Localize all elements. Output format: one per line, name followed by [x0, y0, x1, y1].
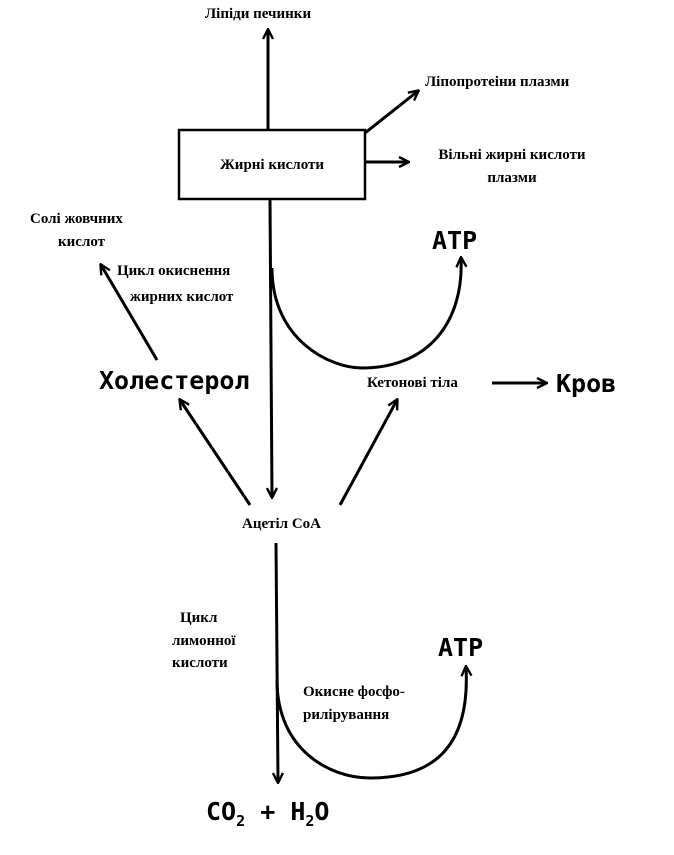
label-oxidation-cycle-line1: Цикл окиснення	[117, 263, 231, 279]
label-citric-cycle-line3: кислоти	[172, 655, 228, 671]
node-acetyl-coa: Ацетіл СоА	[242, 516, 321, 532]
node-fatty-acids: Жирні кислоти	[219, 157, 325, 173]
arrow-to-plasma-lipoproteins	[364, 91, 418, 135]
o-text: O	[314, 797, 330, 826]
node-free-fatty-acids-line1: Вільні жирні кислоти	[438, 147, 586, 163]
arrow-to-ketone-bodies	[338, 400, 397, 506]
arrow-to-bile-salts	[101, 265, 159, 361]
label-citric-cycle-line2: лимонної	[172, 633, 236, 649]
label-oxidation-cycle-line2: жирних кислот	[130, 289, 234, 305]
co2-text: CO	[206, 797, 237, 826]
label-ox-phos-line2: рилірування	[303, 707, 390, 723]
node-blood: Кров	[556, 369, 617, 398]
node-atp-top: ATP	[432, 226, 478, 255]
atp-curve-top	[270, 258, 461, 370]
node-plasma-lipoproteins: Ліпопротеіни плазми	[425, 74, 570, 90]
node-bile-salts-line2: кислот	[58, 234, 106, 250]
label-ox-phos-line1: Окисне фосфо-	[303, 684, 405, 700]
arrow-to-acetyl-coa	[270, 198, 272, 497]
plus-sign: +	[260, 797, 276, 826]
node-bile-salts-line1: Солі жовчних	[30, 211, 123, 227]
fatty-acids-box	[177, 128, 367, 201]
node-atp-bottom: ATP	[438, 633, 484, 662]
co2-subscript: 2	[236, 812, 246, 830]
node-free-fatty-acids-line2: плазми	[487, 170, 537, 186]
atp-curve-bottom	[275, 667, 466, 780]
arrow-to-co2-h2o	[276, 542, 278, 782]
arrow-to-cholesterol	[180, 400, 252, 506]
node-ketone-bodies: Кетонові тіла	[367, 375, 458, 391]
node-liver-lipids: Ліпіди печинки	[205, 6, 312, 22]
h-text: H	[290, 797, 306, 826]
h2-subscript: 2	[305, 812, 315, 830]
node-cholesterol: Холестерол	[99, 366, 250, 395]
node-co2-h2o: CO2 + H2O	[206, 797, 329, 830]
label-citric-cycle-line1: Цикл	[180, 610, 218, 626]
